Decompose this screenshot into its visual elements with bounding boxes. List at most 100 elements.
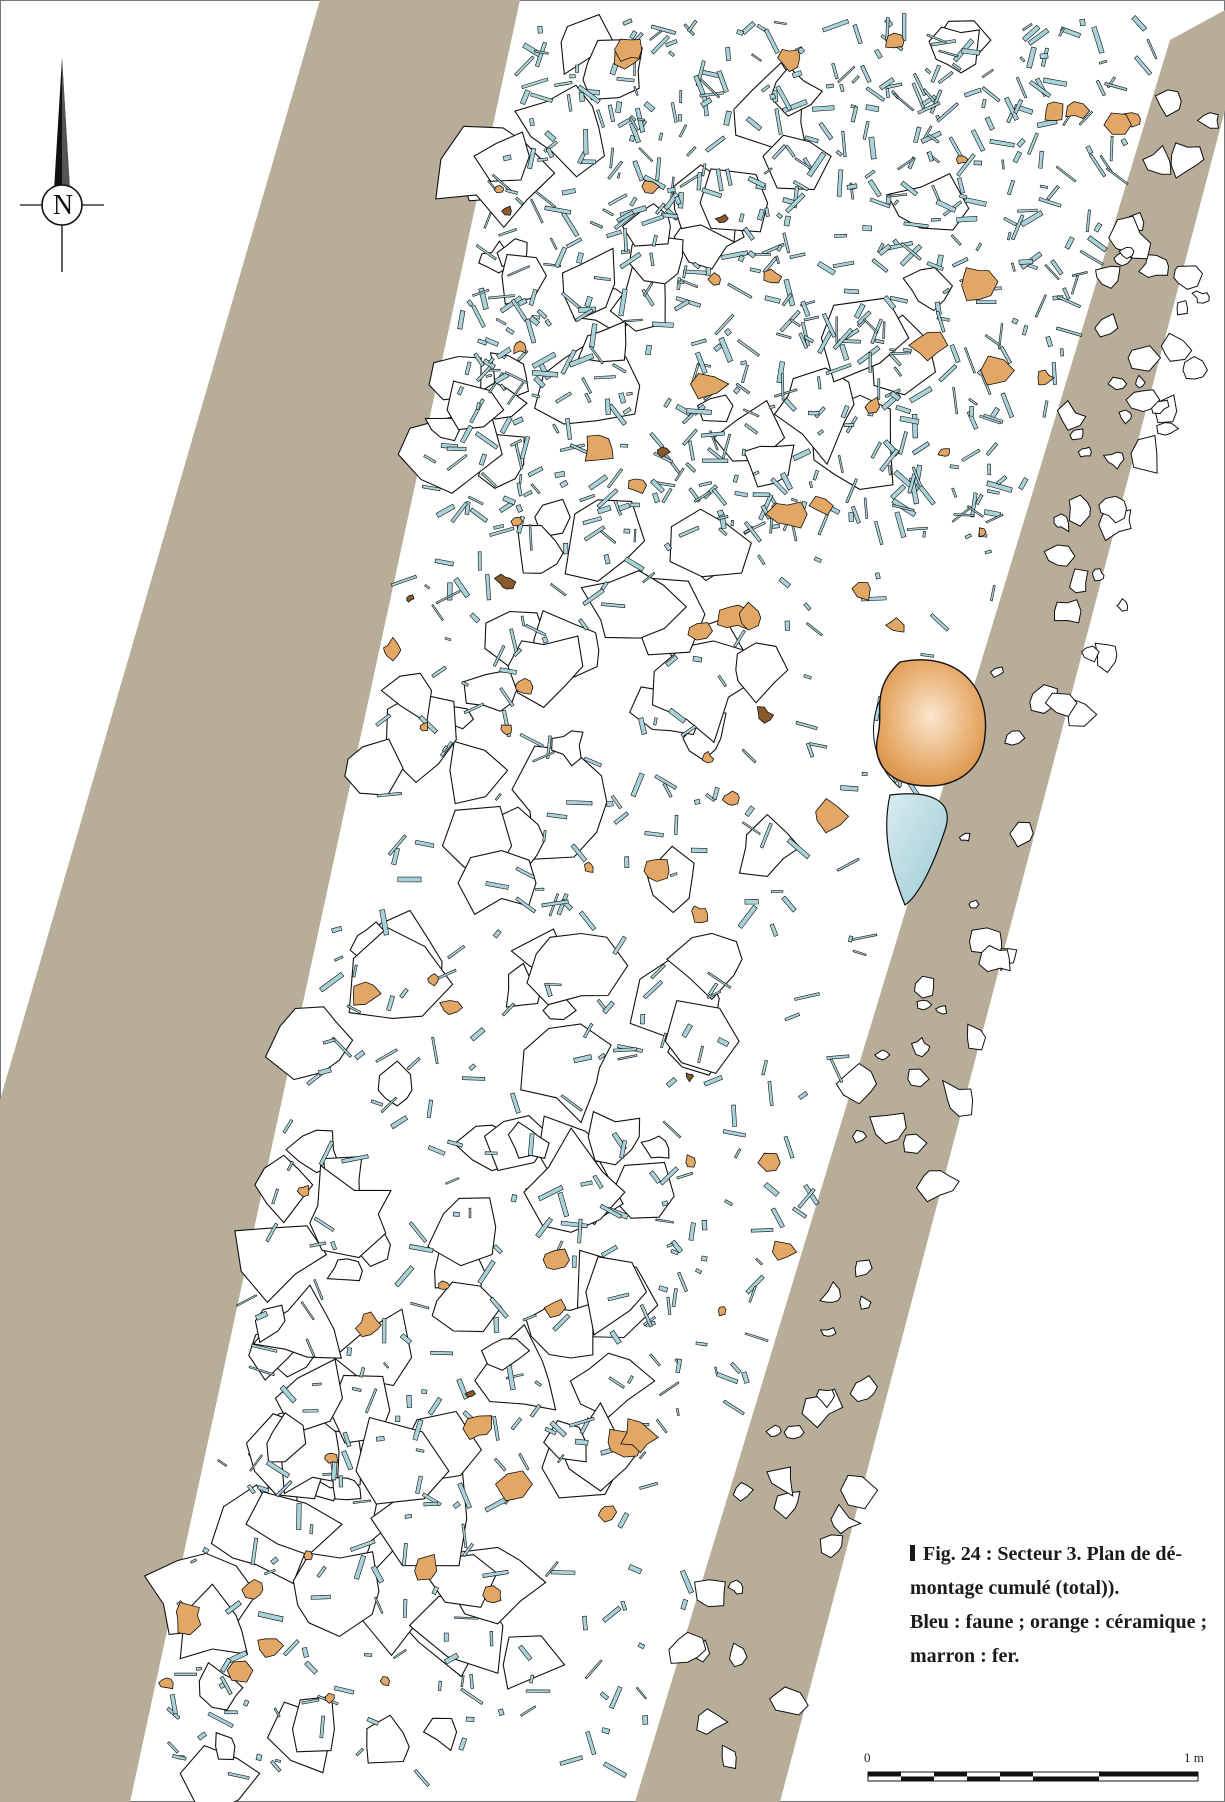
bone-fragment	[531, 351, 557, 369]
bone-fragment	[741, 21, 756, 36]
bone-fragment	[975, 242, 983, 252]
bone-fragment	[224, 1710, 238, 1715]
bone-fragment	[714, 1366, 718, 1375]
bone-fragment	[302, 1409, 319, 1413]
bone-fragment	[681, 412, 694, 425]
bone-fragment	[525, 1689, 551, 1693]
bone-fragment	[705, 135, 726, 153]
bone-fragment	[535, 1216, 554, 1239]
bone-fragment	[477, 1259, 496, 1285]
bone-fragment	[638, 147, 654, 163]
bone-fragment	[803, 602, 812, 611]
bone-fragment	[330, 1240, 338, 1251]
bone-fragment	[499, 687, 515, 708]
ceramic-sherd	[241, 1578, 264, 1600]
bone-fragment	[680, 1598, 689, 1611]
bone-fragment	[623, 228, 628, 252]
ceramic-sherd	[738, 601, 762, 631]
balk-stone	[1170, 142, 1205, 179]
bone-fragment	[611, 363, 627, 374]
bone-fragment	[832, 260, 855, 269]
bone-fragment	[870, 441, 883, 459]
bone-fragment	[1056, 295, 1082, 309]
bone-fragment	[809, 742, 828, 749]
bone-fragment	[742, 226, 755, 241]
bone-fragment	[862, 225, 873, 232]
ceramic-sherd	[777, 48, 801, 73]
bone-fragment	[670, 1239, 684, 1254]
bone-fragment	[410, 1301, 430, 1310]
bone-fragment	[763, 167, 773, 175]
bone-fragment	[782, 232, 791, 254]
ceramic-sherd	[510, 516, 524, 527]
stone	[274, 1358, 343, 1435]
bone-fragment	[431, 1036, 439, 1065]
balk-stone	[1102, 451, 1125, 470]
bone-fragment	[931, 39, 957, 47]
bone-fragment	[544, 1561, 559, 1578]
stone	[523, 1127, 626, 1233]
bone-fragment	[386, 995, 395, 1012]
bone-fragment	[688, 440, 695, 461]
bone-fragment	[662, 782, 673, 798]
bone-fragment	[1051, 362, 1058, 385]
bone-fragment	[749, 267, 761, 274]
bone-fragment	[714, 313, 735, 336]
bone-fragment	[507, 382, 525, 405]
bone-fragment	[227, 1650, 248, 1664]
bone-fragment	[869, 197, 891, 209]
bone-fragment	[712, 786, 720, 800]
bone-fragment	[654, 774, 678, 790]
balk-stone	[1191, 290, 1210, 304]
stone	[564, 499, 646, 582]
caption-line-1: Fig. 24 : Secteur 3. Plan de dé-	[923, 1543, 1183, 1565]
bone-fragment	[864, 169, 876, 179]
bone-fragment	[829, 1058, 844, 1084]
bone-fragment	[370, 1565, 385, 1584]
bone-fragment	[554, 470, 566, 479]
bone-fragment	[736, 29, 745, 36]
ceramic-sherd	[961, 267, 999, 302]
bone-fragment	[484, 1151, 498, 1155]
bone-fragment	[900, 241, 922, 261]
bone-fragment	[861, 771, 868, 777]
bone-fragment	[797, 1187, 816, 1209]
bone-fragment	[649, 431, 665, 449]
bone-fragment	[227, 1771, 250, 1780]
bone-fragment	[404, 1513, 413, 1519]
bone-fragment	[613, 811, 630, 825]
bone-fragment	[453, 577, 471, 599]
bone-fragment	[519, 435, 531, 460]
balk-stone	[1081, 645, 1100, 663]
bone-fragment	[744, 899, 759, 905]
bone-fragment	[406, 1056, 421, 1071]
bone-fragment	[492, 1415, 500, 1441]
bone-fragment	[421, 1389, 428, 1395]
bone-fragment	[501, 1002, 516, 1017]
bone-fragment	[889, 351, 911, 356]
bone-fragment	[1003, 96, 1020, 121]
bone-fragment	[430, 1350, 454, 1356]
bone-fragment	[617, 1512, 630, 1529]
bone-fragment	[560, 211, 580, 238]
bone-fragment	[773, 20, 787, 26]
balk-stone	[1043, 544, 1076, 567]
bone-fragment	[265, 1459, 291, 1479]
bone-fragment	[674, 814, 679, 835]
bone-fragment	[768, 404, 776, 410]
bone-fragment	[629, 196, 638, 207]
stone	[580, 569, 688, 639]
bone-fragment	[638, 717, 648, 735]
bone-fragment	[630, 502, 640, 508]
bone-fragment	[515, 196, 524, 206]
bone-fragment	[845, 478, 858, 504]
bone-fragment	[807, 410, 820, 416]
bone-fragment	[394, 1265, 415, 1288]
bone-fragment	[696, 171, 703, 191]
bone-fragment	[493, 524, 505, 530]
bone-fragment	[853, 303, 866, 320]
bone-fragment	[460, 680, 469, 687]
ceramic-sherd	[419, 721, 429, 732]
ceramic-sherd	[707, 272, 721, 286]
bone-fragment	[637, 1642, 646, 1650]
